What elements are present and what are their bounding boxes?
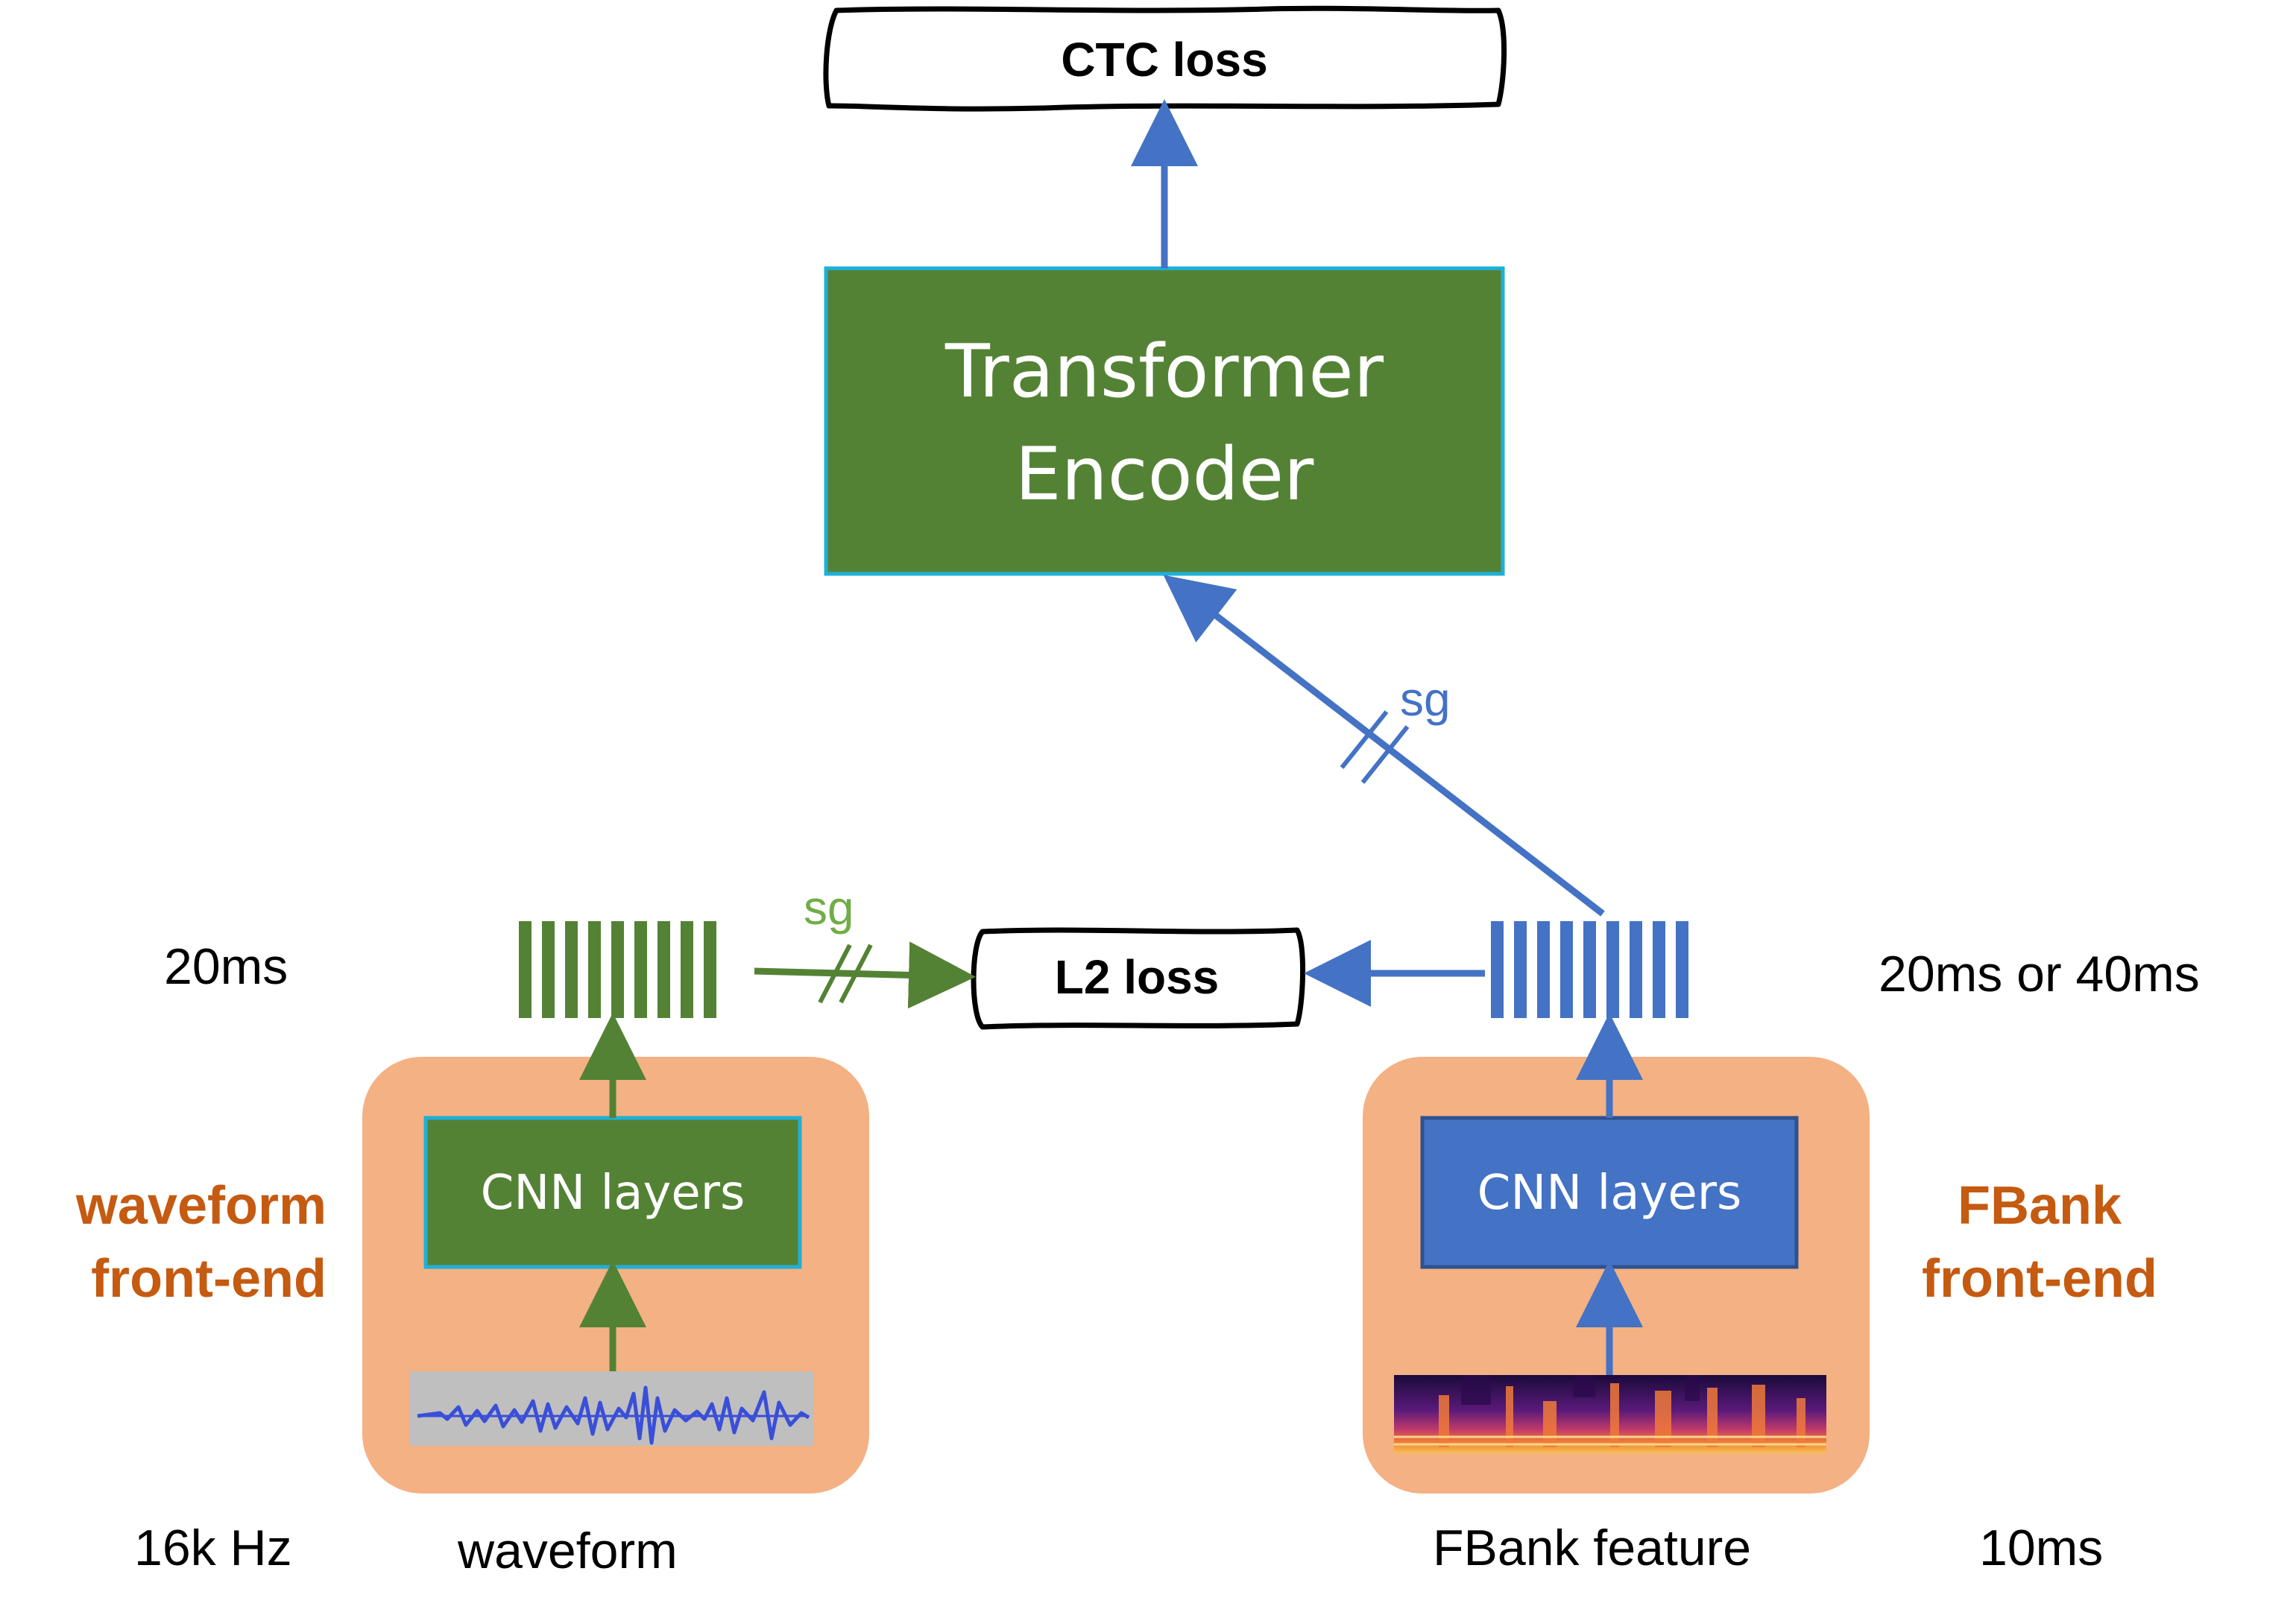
cnn-layers-left-label: CNN layers (481, 1166, 745, 1221)
ctc-loss-box: CTC loss (823, 5, 1507, 112)
input-label-fbank: FBank feature (1433, 1520, 1751, 1576)
cnn-layers-left-box: CNN layers (423, 1116, 802, 1269)
fbank-frame-sequence (1491, 921, 1688, 1018)
frontend-label-waveform-line1: waveform (75, 1176, 327, 1236)
stop-gradient-mark-left (818, 944, 873, 1004)
rate-left-top: 20ms (164, 938, 288, 995)
sg-label-right: sg (1400, 672, 1451, 726)
rate-left-bottom: 16k Hz (134, 1520, 292, 1576)
l2-loss-label: L2 loss (1055, 950, 1220, 1004)
input-label-waveform: waveform (457, 1523, 678, 1579)
ctc-loss-label: CTC loss (1061, 33, 1267, 86)
frontend-label-fbank-line2: front-end (1922, 1249, 2157, 1309)
transformer-encoder-box: Transformer Encoder (824, 266, 1505, 576)
transformer-label-line2: Encoder (1015, 432, 1314, 517)
waveform-frame-sequence (519, 921, 716, 1018)
waveform-image (410, 1371, 814, 1446)
frontend-label-waveform-line2: front-end (91, 1249, 327, 1309)
cnn-layers-right-box: CNN layers (1420, 1116, 1799, 1269)
rate-right-bottom: 10ms (1979, 1520, 2103, 1576)
frontend-label-fbank-line1: FBank (1958, 1176, 2122, 1236)
spectrogram-image (1394, 1375, 1826, 1453)
sg-label-left: sg (804, 881, 854, 935)
cnn-layers-right-label: CNN layers (1477, 1166, 1742, 1221)
transformer-label-line1: Transformer (944, 329, 1384, 414)
l2-loss-box: L2 loss (971, 927, 1306, 1030)
stop-gradient-mark-right (1340, 710, 1410, 784)
rate-right-top: 20ms or 40ms (1879, 946, 2200, 1002)
